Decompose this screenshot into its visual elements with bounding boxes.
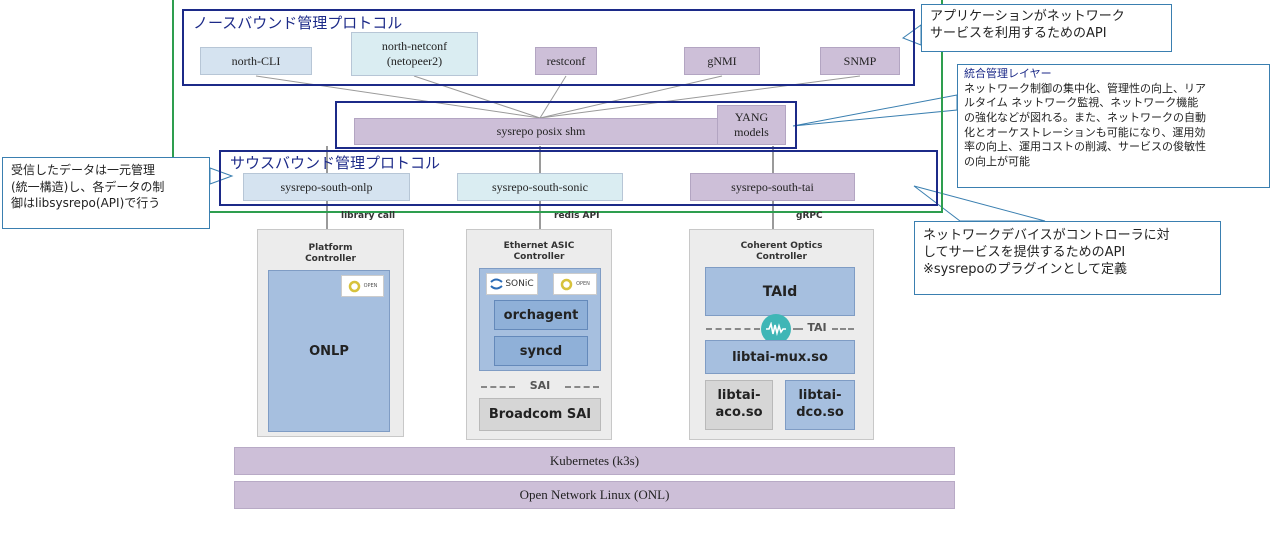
yang-models-box: YANG models xyxy=(717,105,786,145)
tai-divider-right xyxy=(832,328,854,330)
libtai-dco-box: libtai- dco.so xyxy=(785,380,855,430)
integrated-management-body: ネットワーク制御の集中化、管理性の向上、リア ルタイム ネットワーク監視、ネット… xyxy=(964,81,1206,168)
open-logo-2: OPEN xyxy=(553,273,597,295)
restconf-label: restconf xyxy=(546,53,586,68)
sai-label: SAI xyxy=(529,379,551,392)
sai-divider-right xyxy=(565,386,599,388)
north-netconf-label: north-netconf (netopeer2) xyxy=(381,39,448,68)
libtai-mux-box: libtai-mux.so xyxy=(705,340,855,374)
ethernet-asic-controller-title: Ethernet ASIC Controller xyxy=(503,241,575,263)
sysrepo-shm-box: sysrepo posix shm xyxy=(354,118,728,145)
open-logo: OPEN xyxy=(341,275,384,297)
south-tai-box: sysrepo-south-tai xyxy=(690,173,855,201)
northbound-frame xyxy=(182,9,915,86)
onl-label: Open Network Linux (ONL) xyxy=(519,487,670,502)
northbound-api-callout: アプリケーションがネットワーク サービスを利用するためのAPI xyxy=(921,4,1172,52)
redis-api-label: redis API xyxy=(554,211,600,221)
sonic-logo-icon xyxy=(490,278,503,290)
gnmi-box: gNMI xyxy=(684,47,760,75)
integrated-management-title: 統合管理レイヤー xyxy=(964,67,1052,80)
received-data-text: 受信したデータは一元管理 (統一構造)し、各データの制 御はlibsysrepo… xyxy=(11,163,165,211)
grpc-label: gRPC xyxy=(796,211,823,221)
southbound-api-callout: ネットワークデバイスがコントローラに対 してサービスを提供するためのAPI ※s… xyxy=(914,221,1221,295)
tai-divider-mid xyxy=(793,328,803,330)
onlp-label: ONLP xyxy=(309,343,349,359)
snmp-box: SNMP xyxy=(820,47,900,75)
northbound-api-text: アプリケーションがネットワーク サービスを利用するためのAPI xyxy=(930,9,1125,41)
taid-box: TAId xyxy=(705,267,855,316)
southbound-frame xyxy=(219,150,938,206)
north-cli-label: north-CLI xyxy=(231,53,281,68)
onlp-box: ONLP xyxy=(268,270,390,432)
orchagent-box: orchagent xyxy=(494,300,588,330)
kubernetes-label: Kubernetes (k3s) xyxy=(549,453,640,468)
snmp-label: SNMP xyxy=(843,53,877,68)
sysrepo-core-frame xyxy=(335,101,797,149)
south-sonic-label: sysrepo-south-sonic xyxy=(492,179,588,194)
southbound-api-text: ネットワークデバイスがコントローラに対 してサービスを提供するためのAPI ※s… xyxy=(923,228,1170,277)
tai-label: TAI xyxy=(807,321,827,334)
sysrepo-container-frame xyxy=(172,0,943,213)
platform-controller-title: Platform Controller xyxy=(305,243,356,265)
library-call-label: library call xyxy=(341,211,396,221)
open-logo-ring-icon xyxy=(560,278,573,290)
integrated-management-callout: 統合管理レイヤー ネットワーク制御の集中化、管理性の向上、リア ルタイム ネット… xyxy=(957,64,1270,188)
gnmi-label: gNMI xyxy=(707,53,737,68)
south-tai-label: sysrepo-south-tai xyxy=(731,179,814,194)
libtai-mux-label: libtai-mux.so xyxy=(732,349,828,365)
tai-divider-left xyxy=(706,328,760,330)
libtai-aco-box: libtai- aco.so xyxy=(705,380,773,430)
south-onlp-label: sysrepo-south-onlp xyxy=(280,179,373,194)
broadcom-sai-label: Broadcom SAI xyxy=(488,407,592,422)
coherent-optics-controller-title: Coherent Optics Controller xyxy=(740,241,823,263)
kubernetes-layer: Kubernetes (k3s) xyxy=(234,447,955,475)
northbound-title: ノースバウンド管理プロトコル xyxy=(193,15,403,32)
south-onlp-box: sysrepo-south-onlp xyxy=(243,173,410,201)
north-cli-box: north-CLI xyxy=(200,47,312,75)
syncd-box: syncd xyxy=(494,336,588,366)
taid-label: TAId xyxy=(762,283,798,300)
north-netconf-box: north-netconf (netopeer2) xyxy=(351,32,478,76)
sai-divider-left xyxy=(481,386,515,388)
open-logo-ring-icon xyxy=(348,280,360,292)
broadcom-sai-box: Broadcom SAI xyxy=(479,398,601,431)
libtai-dco-label: libtai- dco.so xyxy=(796,388,844,420)
southbound-title: サウスバウンド管理プロトコル xyxy=(230,155,441,172)
tai-logo xyxy=(761,314,791,344)
yang-models-label: YANG models xyxy=(734,110,769,139)
south-sonic-box: sysrepo-south-sonic xyxy=(457,173,623,201)
received-data-callout: 受信したデータは一元管理 (統一構造)し、各データの制 御はlibsysrepo… xyxy=(2,157,210,229)
onl-layer: Open Network Linux (ONL) xyxy=(234,481,955,509)
orchagent-label: orchagent xyxy=(503,307,579,323)
waveform-icon xyxy=(766,322,786,336)
sonic-logo: SONiC xyxy=(486,273,538,295)
sysrepo-shm-label: sysrepo posix shm xyxy=(496,124,586,138)
syncd-label: syncd xyxy=(519,343,563,359)
libtai-aco-label: libtai- aco.so xyxy=(715,388,763,420)
restconf-box: restconf xyxy=(535,47,597,75)
